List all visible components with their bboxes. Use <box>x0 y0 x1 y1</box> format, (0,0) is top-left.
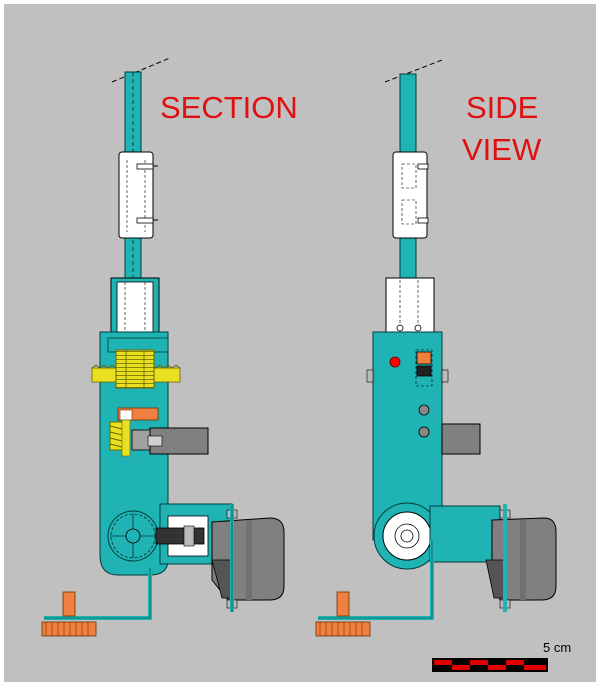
side-view <box>315 59 557 637</box>
scale-label: 5 cm <box>543 640 571 655</box>
section-wheel <box>125 528 141 544</box>
side-upper-motor <box>441 423 481 455</box>
side-button-2 <box>418 426 430 438</box>
side-view-label-line2: VIEW <box>462 132 542 167</box>
side-view-label-line1: SIDE <box>466 90 538 125</box>
side-foot-gear <box>315 621 371 637</box>
side-tube <box>385 277 435 333</box>
side-foot-post <box>336 591 350 617</box>
side-button-1 <box>418 404 430 416</box>
side-clamp <box>392 151 428 239</box>
section-view <box>41 57 285 637</box>
section-clamp <box>118 151 154 239</box>
scale-bar <box>432 658 548 672</box>
section-gear-stack <box>115 349 155 389</box>
side-body <box>372 331 443 533</box>
section-foot-gear <box>41 621 97 637</box>
section-foot-post <box>62 591 76 617</box>
side-lower-arm <box>429 505 501 563</box>
section-label: SECTION <box>160 90 298 125</box>
side-switch <box>416 351 432 365</box>
side-indicator-light <box>389 356 401 368</box>
